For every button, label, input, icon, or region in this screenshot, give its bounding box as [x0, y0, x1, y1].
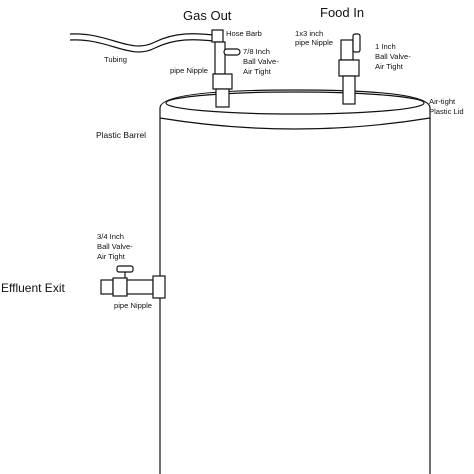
gas-out-label: Gas Out: [183, 8, 232, 23]
plastic-barrel: [159, 118, 431, 474]
barrel-fitting: [152, 275, 166, 299]
valve-34-line1: 3/4 Inch: [97, 232, 124, 241]
pipe-nipple-bottom-label: pipe Nipple: [114, 301, 152, 310]
pipe-nipple-top-label: pipe Nipple: [170, 66, 208, 75]
hose-barb-label: Hose Barb: [226, 29, 262, 38]
lid-line2: Plastic Lid: [429, 107, 464, 116]
effluent-exit-assembly: [100, 265, 166, 299]
food-in-label: Food In: [320, 5, 364, 20]
ball-valve-gas: [212, 73, 233, 90]
exit-pipe: [126, 279, 154, 295]
plastic-barrel-label: Plastic Barrel: [96, 130, 146, 140]
valve-78-line2: Ball Valve-: [243, 57, 279, 66]
fitting-food: [342, 75, 356, 105]
food-pipe-nipple: [340, 39, 354, 61]
valve-handle-gas: [223, 48, 241, 56]
valve-34-line2: Ball Valve-: [97, 242, 133, 251]
food-nipple-line1: 1x3 inch: [295, 29, 323, 38]
hose-barb: [211, 29, 224, 43]
ball-valve-effluent: [112, 277, 128, 297]
ball-valve-food: [338, 59, 360, 77]
pipe-nipple-bottom: [100, 279, 114, 295]
food-nipple-line2: pipe Nipple: [295, 38, 333, 47]
pipe-nipple-top: [214, 41, 226, 75]
valve-handle-effluent: [116, 265, 134, 273]
effluent-exit-label: Effluent Exit: [1, 281, 65, 295]
valve-1-line2: Ball Valve-: [375, 52, 411, 61]
valve-78-line3: Air Tight: [243, 67, 272, 76]
valve-1-line1: 1 Inch: [375, 42, 396, 51]
fitting-gas: [215, 88, 230, 108]
tubing-label: Tubing: [104, 55, 127, 64]
valve-78-line1: 7/8 Inch: [243, 47, 270, 56]
plastic-lid: [159, 89, 431, 130]
tubing: [69, 33, 215, 53]
valve-34-line3: Air Tight: [97, 252, 126, 261]
valve-handle-food: [352, 33, 361, 53]
valve-1-line3: Air Tight: [375, 62, 404, 71]
gas-outlet-assembly: [211, 29, 241, 108]
food-inlet-assembly: [338, 33, 361, 105]
lid-line1: Air-tight: [429, 97, 456, 106]
